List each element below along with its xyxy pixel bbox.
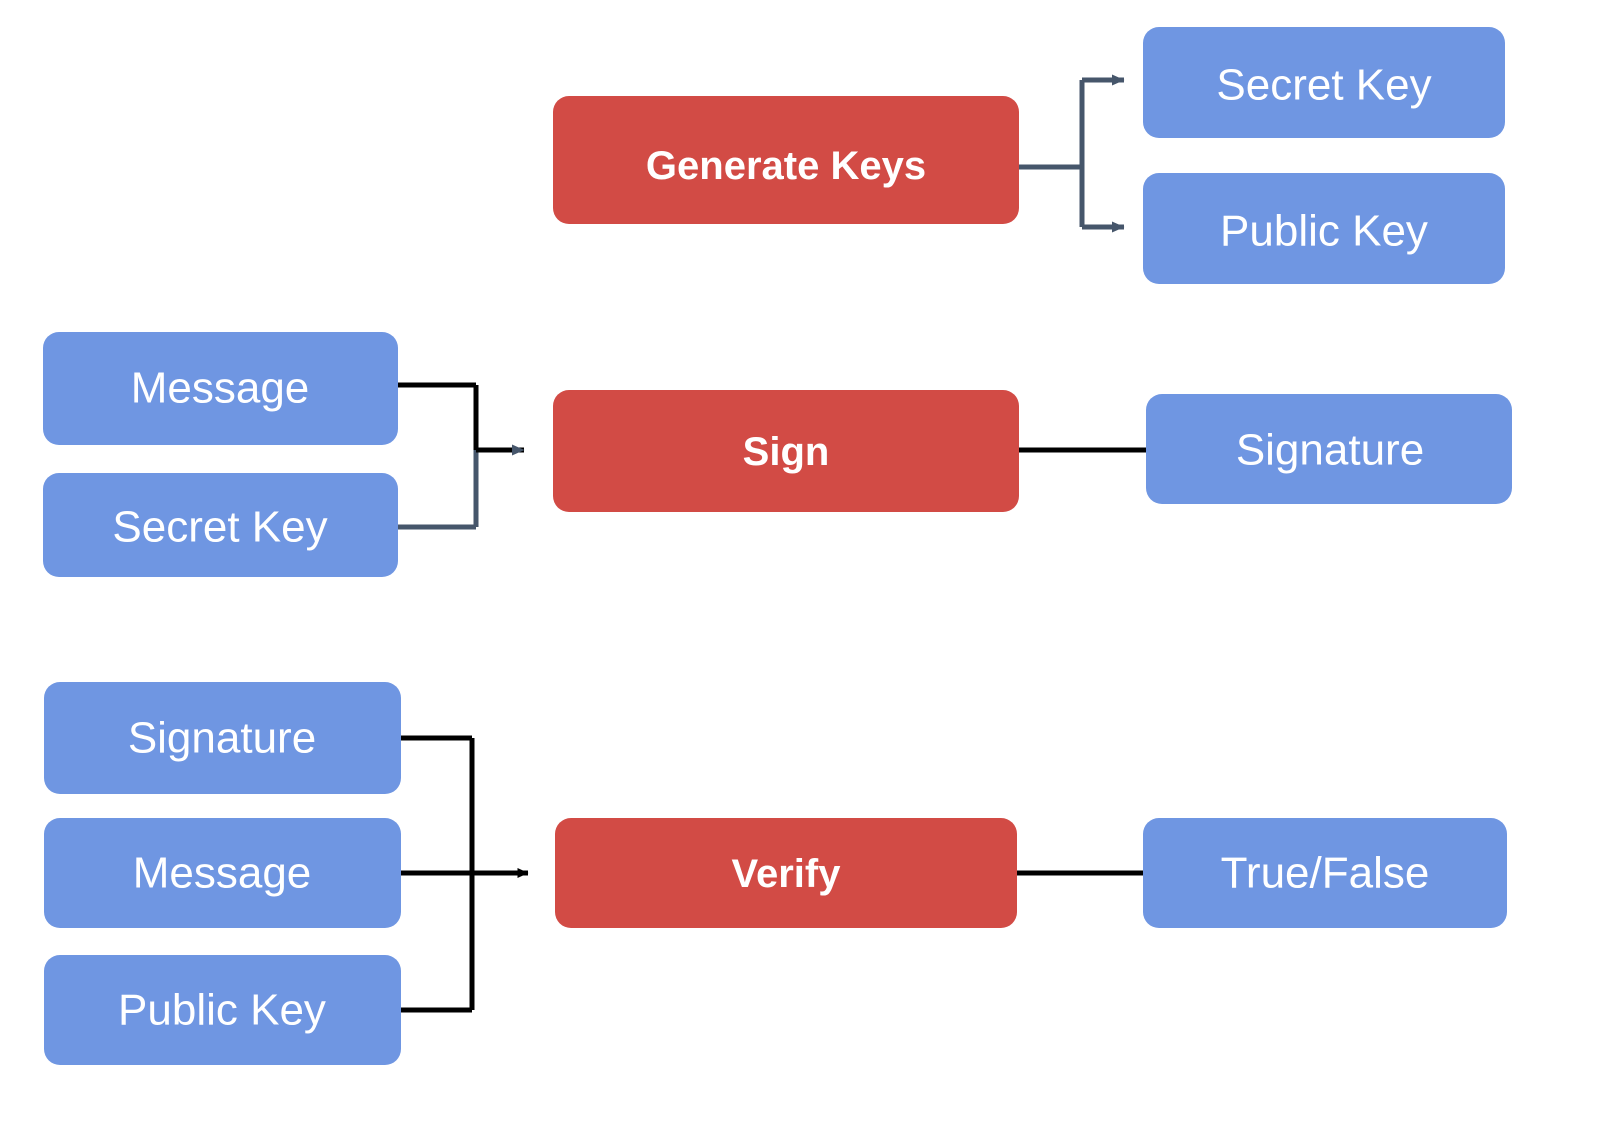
signature-output-label: Signature xyxy=(1236,426,1424,475)
public-key-verify-input-label: Public Key xyxy=(118,986,326,1035)
public-key-verify-input-box[interactable] xyxy=(44,955,401,1065)
generate-keys-box[interactable] xyxy=(553,96,1019,224)
node-sign[interactable]: Sign xyxy=(553,390,1019,512)
public-key-output-box[interactable] xyxy=(1143,173,1505,284)
connector-generate-keys-branch xyxy=(1019,74,1125,233)
node-signature-verify-input[interactable]: Signature xyxy=(44,682,401,794)
section-verification: Signature Message Public Key xyxy=(44,682,1507,1065)
section-key-generation: Generate Keys Secret Key Public Key xyxy=(553,27,1505,284)
node-secret-key-output[interactable]: Secret Key xyxy=(1143,27,1505,138)
section-signing: Message Secret Key Sign xyxy=(43,332,1512,577)
message-verify-input-label: Message xyxy=(133,849,312,898)
verify-box[interactable] xyxy=(555,818,1017,928)
secret-key-sign-input-box[interactable] xyxy=(43,473,398,577)
verify-label: Verify xyxy=(732,852,842,896)
sign-box[interactable] xyxy=(553,390,1019,512)
message-sign-input-box[interactable] xyxy=(43,332,398,445)
secret-key-sign-input-label: Secret Key xyxy=(112,503,327,552)
sign-label: Sign xyxy=(743,430,830,474)
node-true-false-output[interactable]: True/False xyxy=(1143,818,1507,928)
signature-verify-input-box[interactable] xyxy=(44,682,401,794)
secret-key-output-label: Secret Key xyxy=(1216,61,1431,110)
node-public-key-output[interactable]: Public Key xyxy=(1143,173,1505,284)
true-false-output-label: True/False xyxy=(1221,849,1430,898)
public-key-output-label: Public Key xyxy=(1220,207,1428,256)
node-public-key-verify-input[interactable]: Public Key xyxy=(44,955,401,1065)
message-sign-input-label: Message xyxy=(131,364,310,413)
true-false-output-box[interactable] xyxy=(1143,818,1507,928)
signature-output-box[interactable] xyxy=(1146,394,1512,504)
generate-keys-label: Generate Keys xyxy=(646,144,926,188)
node-generate-keys[interactable]: Generate Keys xyxy=(553,96,1019,224)
node-secret-key-sign-input[interactable]: Secret Key xyxy=(43,473,398,577)
message-verify-input-box[interactable] xyxy=(44,818,401,928)
node-verify[interactable]: Verify xyxy=(555,818,1017,928)
node-message-verify-input[interactable]: Message xyxy=(44,818,401,928)
secret-key-output-box[interactable] xyxy=(1143,27,1505,138)
connector-sign-merge xyxy=(398,382,525,530)
connector-verify-merge xyxy=(401,735,529,1013)
signature-verify-input-label: Signature xyxy=(128,714,316,763)
node-signature-output[interactable]: Signature xyxy=(1146,394,1512,504)
node-message-sign-input[interactable]: Message xyxy=(43,332,398,445)
